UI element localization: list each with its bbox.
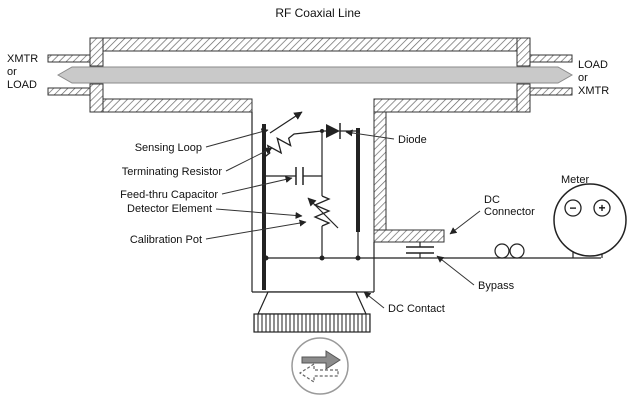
lead-coil [494,243,510,259]
right-end-cap [516,37,531,67]
label-detector-element: Detector Element [127,203,212,215]
outer-conductor-bottom-right-wall [373,98,531,113]
minus-symbol: − [569,201,576,215]
bypass-capacitor-symbol [406,242,434,258]
label-terminating-resistor: Terminating Resistor [122,166,223,178]
terminating-resistor-symbol [265,133,295,157]
left-end-cap [89,37,104,67]
left-end-label: XMTR [7,53,38,65]
label-feed-thru-capacitor: Feed-thru Capacitor [120,189,218,201]
resistor-ground-wire [263,154,268,158]
left-end-label: or [7,66,17,78]
left-end-label: LOAD [7,79,37,91]
dc-connector-shell [373,111,387,243]
forward-arrow-icon [301,350,341,370]
label-dc-contact: DC Contact [388,303,445,315]
dc-connector-shell [373,229,445,243]
label-bypass: Bypass [478,280,515,292]
diode-symbol [322,123,356,139]
lead-coil [509,243,525,259]
left-connector-stub [47,54,91,63]
direction-indicator [291,337,349,395]
right-end-label: XMTR [578,85,609,97]
reflected-arrow-icon [298,362,339,384]
element-slug [251,111,445,333]
right-end-label: or [578,72,588,84]
meter-plus-terminal [593,199,611,217]
meter-minus-terminal [564,199,582,217]
right-end-cap [516,83,531,113]
label-diode: Diode [398,134,427,146]
slug-circuit [263,111,603,261]
right-connector-stub [529,87,573,96]
meter-face [553,183,627,257]
feed-thru-capacitor-symbol [266,167,322,185]
left-end-cap [89,83,104,113]
label-calibration-pot: Calibration Pot [130,234,202,246]
direction-dial [291,337,349,395]
diagram-labels: RF Coaxial Line XMTR or LOAD LOAD or XMT… [7,6,609,315]
right-connector-stub [529,54,573,63]
plus-symbol: + [598,201,605,215]
knurled-knob [253,313,371,333]
slug-base-flange [257,291,367,315]
label-dc-connector-line2: Connector [484,206,535,218]
meter-dial: − + [553,183,627,257]
right-end-label: LOAD [578,59,608,71]
loop-to-diode-wire [293,130,323,135]
outer-conductor-top-wall [89,37,531,52]
calibration-pot-symbol [307,195,339,258]
left-connector-stub [47,87,91,96]
sensing-loop-arrow [269,111,303,134]
diagram-title: RF Coaxial Line [275,6,361,20]
leader-lines [205,128,481,309]
outer-conductor-bottom-left-wall [89,98,253,113]
coax-line [47,37,574,113]
label-meter: Meter [561,174,589,186]
label-sensing-loop: Sensing Loop [135,142,202,154]
dc-contact-dot [263,255,269,261]
dc-contact-dot [319,255,325,261]
center-conductor [56,66,574,84]
label-dc-connector-line1: DC [484,194,500,206]
